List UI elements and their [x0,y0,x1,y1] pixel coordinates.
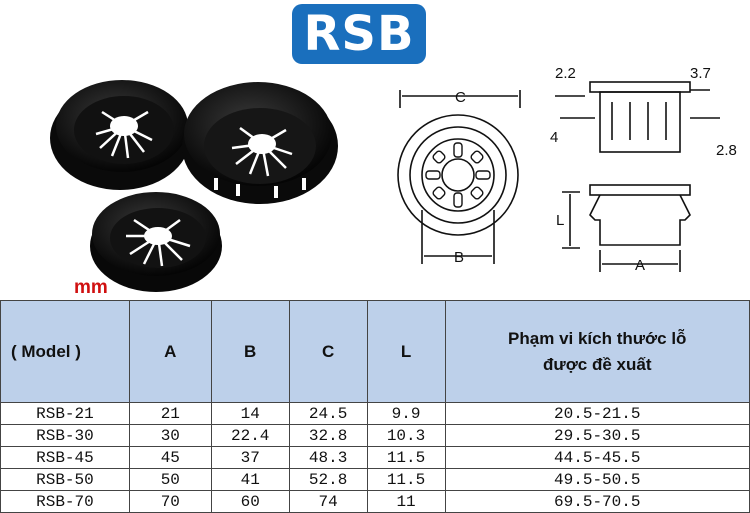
bushing-back-right [182,82,338,204]
cell-b: 14 [210,402,290,425]
cell-a: 70 [128,490,212,513]
header-model: ( Model ) [0,300,130,403]
cell-c: 24.5 [288,402,368,425]
header-c: C [288,300,368,403]
cell-b: 60 [210,490,290,513]
front-view [397,90,521,264]
cell-range: 29.5-30.5 [444,424,750,447]
cell-l: 11 [366,490,446,513]
cell-c: 32.8 [288,424,368,447]
cell-a: 21 [128,402,212,425]
header-l: L [366,300,446,403]
side-view-top [555,81,720,153]
dim-4: 4 [550,129,558,146]
table-row: RSB-21 21 14 24.5 9.9 20.5-21.5 [0,402,750,425]
cell-l: 9.9 [366,402,446,425]
header-range-line2: được đề xuất [543,354,652,374]
product-photo [50,80,338,292]
cell-l: 10.3 [366,424,446,447]
spec-table: ( Model ) A B C L Phạm vi kích thước lỗ … [0,300,750,513]
table-row: RSB-70 70 60 74 11 69.5-70.5 [0,490,750,513]
dim-a-label: A [635,257,645,274]
cell-a: 30 [128,424,212,447]
table-row: RSB-50 50 41 52.8 11.5 49.5-50.5 [0,468,750,491]
unit-label: mm [74,277,108,298]
header-a: A [128,300,212,403]
dim-2-8: 2.8 [716,142,737,159]
cell-b: 22.4 [210,424,290,447]
table-row: RSB-45 45 37 48.3 11.5 44.5-45.5 [0,446,750,469]
cell-l: 11.5 [366,468,446,491]
cell-range: 49.5-50.5 [444,468,750,491]
header-range-line1: Phạm vi kích thước lỗ [508,328,687,348]
dim-b-label: B [454,249,464,266]
header-b: B [210,300,290,403]
dim-3-7: 3.7 [690,65,711,82]
bushing-back-left [50,80,190,190]
cell-a: 50 [128,468,212,491]
cell-model: RSB-21 [0,402,130,425]
cell-model: RSB-50 [0,468,130,491]
bushing-front [90,192,222,292]
technical-drawing: C B 2.2 3.7 4 2.8 L A [397,65,737,274]
dim-c-label: C [455,89,466,106]
cell-range: 69.5-70.5 [444,490,750,513]
cell-model: RSB-45 [0,446,130,469]
cell-c: 52.8 [288,468,368,491]
table-header-row: ( Model ) A B C L Phạm vi kích thước lỗ … [0,300,750,403]
cell-l: 11.5 [366,446,446,469]
table-row: RSB-30 30 22.4 32.8 10.3 29.5-30.5 [0,424,750,447]
cell-model: RSB-70 [0,490,130,513]
cell-range: 20.5-21.5 [444,402,750,425]
dim-2-2: 2.2 [555,65,576,82]
cell-c: 74 [288,490,368,513]
product-badge: RSB [292,4,426,64]
side-view-bottom [562,184,691,272]
cell-b: 37 [210,446,290,469]
cell-range: 44.5-45.5 [444,446,750,469]
cell-b: 41 [210,468,290,491]
header-range: Phạm vi kích thước lỗ được đề xuất [444,300,750,403]
cell-c: 48.3 [288,446,368,469]
dim-l-label: L [556,212,564,229]
cell-model: RSB-30 [0,424,130,447]
cell-a: 45 [128,446,212,469]
